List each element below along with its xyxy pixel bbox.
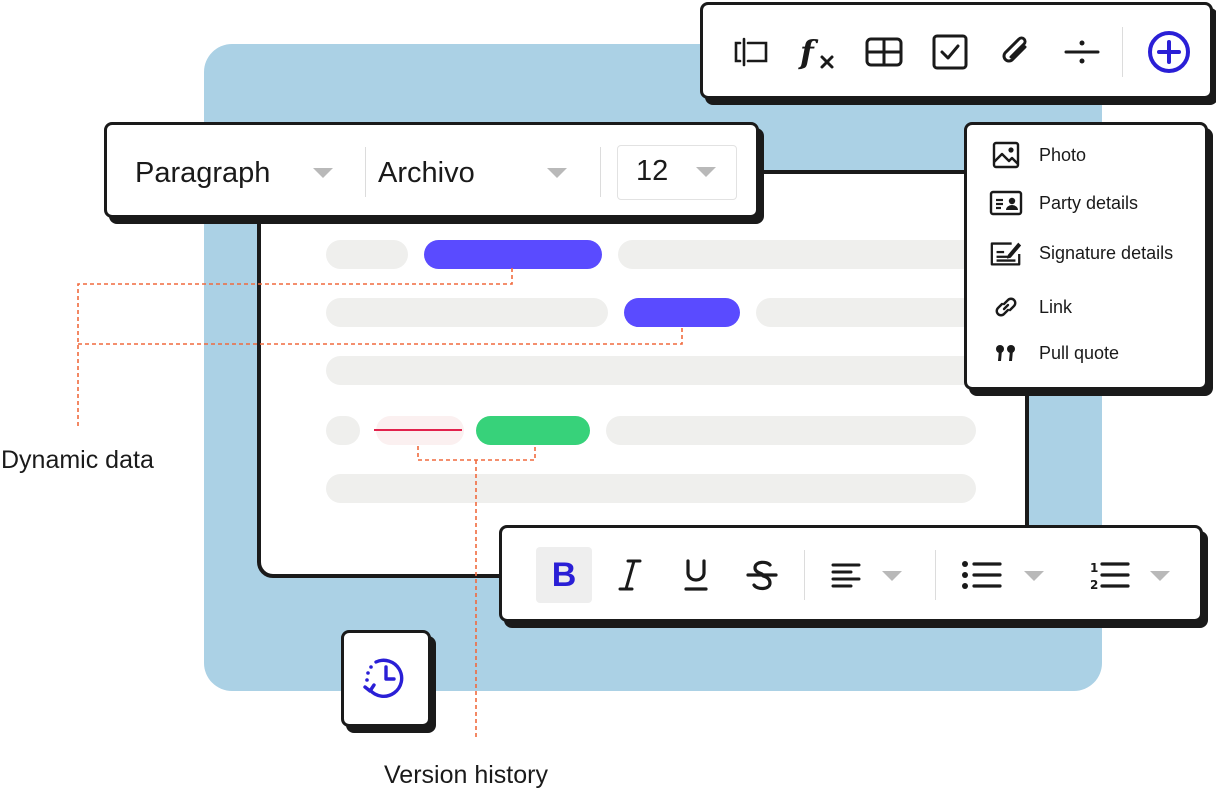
- version-history-callout: Version history: [384, 761, 548, 789]
- formula-icon[interactable]: f: [796, 30, 840, 74]
- bold-button[interactable]: B: [536, 547, 592, 603]
- font-size-select[interactable]: 12: [617, 145, 737, 200]
- text-line: [326, 356, 1018, 385]
- menu-item-pull-quote[interactable]: Pull quote: [967, 331, 1205, 375]
- font-family-select[interactable]: Archivo: [378, 125, 578, 221]
- menu-item-party-details[interactable]: Party details: [967, 181, 1205, 225]
- font-size-value: 12: [636, 155, 669, 187]
- underline-button[interactable]: [668, 547, 724, 603]
- dynamic-data-field[interactable]: [624, 298, 740, 327]
- italic-button[interactable]: [602, 547, 658, 603]
- attachment-icon[interactable]: [994, 30, 1038, 74]
- photo-icon: [989, 138, 1023, 172]
- menu-item-photo[interactable]: Photo: [967, 133, 1205, 177]
- numbered-list-icon: 12: [1090, 561, 1130, 591]
- font-family-value: Archivo: [378, 156, 475, 189]
- paragraph-style-value: Paragraph: [135, 156, 271, 189]
- version-history-button[interactable]: [341, 630, 431, 727]
- menu-item-label: Link: [1039, 296, 1073, 317]
- bullet-list-button[interactable]: [954, 547, 1010, 603]
- svg-text:2: 2: [1090, 578, 1098, 591]
- insert-menu: Photo Party details Signature details Li…: [964, 122, 1208, 390]
- document-page[interactable]: [257, 170, 1029, 578]
- text-line: [606, 416, 976, 445]
- align-button[interactable]: [818, 547, 874, 603]
- checkbox-icon[interactable]: [928, 30, 972, 74]
- dynamic-data-field[interactable]: [424, 240, 602, 269]
- chevron-down-icon[interactable]: [1150, 571, 1170, 581]
- format-toolbar: Paragraph Archivo 12: [104, 122, 759, 218]
- chevron-down-icon: [547, 168, 567, 178]
- add-circle-icon[interactable]: [1147, 30, 1191, 74]
- toolbar-separator: [365, 147, 366, 197]
- svg-text:f: f: [798, 33, 819, 71]
- strikethrough-mark: [374, 429, 462, 431]
- chevron-down-icon[interactable]: [1024, 571, 1044, 581]
- svg-text:1: 1: [1090, 561, 1098, 575]
- menu-item-label: Pull quote: [1039, 342, 1120, 363]
- chevron-down-icon[interactable]: [882, 571, 902, 581]
- divider-icon[interactable]: [1060, 30, 1104, 74]
- bold-icon: B: [551, 555, 577, 594]
- align-left-icon: [831, 563, 861, 588]
- pull-quote-icon: [989, 336, 1023, 370]
- toolbar-separator: [600, 147, 601, 197]
- signature-details-icon: [989, 236, 1023, 270]
- text-line: [326, 416, 360, 445]
- insert-toolbar: f: [700, 2, 1213, 99]
- menu-item-signature-details[interactable]: Signature details: [967, 231, 1205, 275]
- underline-icon: [684, 559, 708, 591]
- strikethrough-button[interactable]: [734, 547, 790, 603]
- text-line: [326, 298, 608, 327]
- party-details-icon: [989, 186, 1023, 220]
- table-icon[interactable]: [862, 30, 906, 74]
- toolbar-separator: [1122, 27, 1123, 77]
- menu-item-link[interactable]: Link: [967, 285, 1205, 329]
- inserted-text-change[interactable]: [476, 416, 590, 445]
- strikethrough-icon: [746, 560, 778, 591]
- toolbar-separator: [804, 550, 805, 600]
- version-history-icon: [363, 658, 404, 698]
- text-field-icon[interactable]: [729, 30, 773, 74]
- italic-icon: [618, 559, 642, 591]
- menu-item-label: Signature details: [1039, 242, 1174, 263]
- menu-item-label: Photo: [1039, 144, 1087, 165]
- text-line: [326, 240, 408, 269]
- dynamic-data-callout: Dynamic data: [1, 446, 154, 474]
- paragraph-style-select[interactable]: Paragraph: [135, 125, 355, 221]
- chevron-down-icon: [313, 168, 333, 178]
- menu-item-label: Party details: [1039, 192, 1139, 213]
- toolbar-separator: [935, 550, 936, 600]
- link-icon: [989, 290, 1023, 324]
- chevron-down-icon: [696, 167, 716, 177]
- bullet-list-icon: [962, 561, 1002, 589]
- text-line: [618, 240, 1018, 269]
- text-line: [326, 474, 976, 503]
